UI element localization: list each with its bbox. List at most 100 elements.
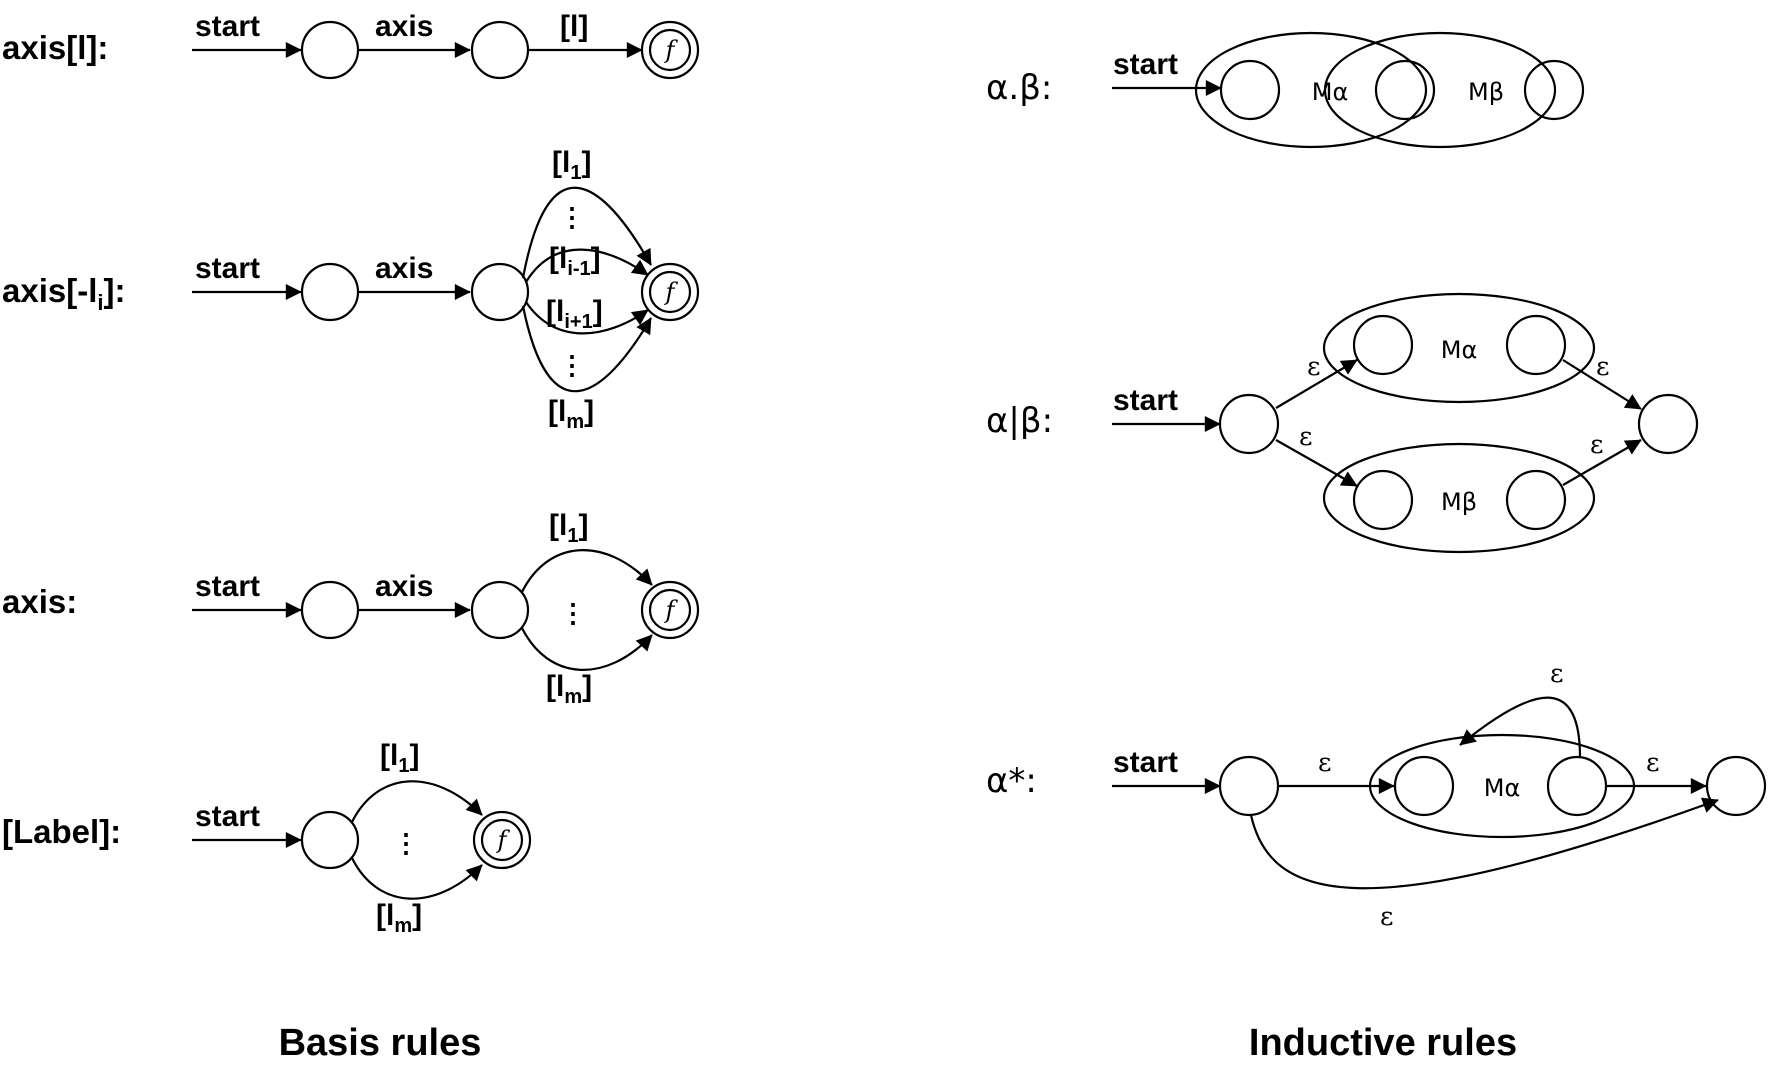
transition-arrow-li-1 [525, 248, 649, 283]
state [1705, 755, 1767, 817]
epsilon-label: ε [1646, 748, 1659, 778]
basis-rules-title: Basis rules [279, 1022, 482, 1064]
ellipsis-upper: ⋮ [559, 202, 585, 232]
label-lm: [lm] [546, 670, 592, 708]
final-state-inner [648, 28, 692, 72]
epsilon-arrow [1275, 359, 1358, 409]
start-label: start [1113, 48, 1178, 81]
label-l: [l] [560, 10, 588, 43]
state [1352, 469, 1414, 531]
final-state-outer [472, 810, 532, 870]
epsilon-label: ε [1590, 430, 1603, 460]
basis-rule-axis-l: axis[l]: start axis [l] f [2, 10, 700, 80]
machine-beta-ellipse [1322, 442, 1596, 554]
state [300, 262, 360, 322]
state [300, 580, 360, 640]
start-label: start [195, 10, 260, 43]
state [1219, 59, 1281, 121]
transition-arrow-l1 [521, 549, 653, 593]
rule-name: α|β: [986, 401, 1053, 441]
final-label: f [496, 826, 511, 854]
label-lm: [lm] [548, 395, 594, 433]
start-label: start [195, 570, 260, 603]
state [300, 20, 360, 80]
epsilon-label: ε [1299, 422, 1312, 452]
rule-name: [Label]: [2, 813, 121, 850]
axis-label: axis [375, 570, 433, 603]
label-l1: [l1] [549, 509, 588, 547]
final-state-inner [648, 588, 692, 632]
machine-alpha-label: Mα [1484, 774, 1521, 802]
basis-rule-axis-minus-li: axis[-li]: start axis f [l1] ⋮ [li-1] [l… [2, 146, 700, 433]
epsilon-label: ε [1596, 352, 1609, 382]
state [470, 20, 530, 80]
transition-arrow-lm [351, 857, 483, 900]
final-state-outer [640, 262, 700, 322]
final-state-inner [480, 818, 524, 862]
state [470, 580, 530, 640]
axis-label: axis [375, 252, 433, 285]
machine-beta-label: Mβ [1468, 78, 1504, 106]
transition-arrow-l1 [521, 186, 652, 279]
machine-alpha-label: Mα [1312, 78, 1349, 106]
start-label: start [1113, 384, 1178, 417]
transition-arrow-li+1 [525, 301, 649, 335]
machine-alpha-label: Mα [1441, 336, 1478, 364]
state [1505, 469, 1567, 531]
label-lm: [lm] [376, 899, 422, 937]
machine-alpha-ellipse [1194, 31, 1428, 149]
label-l1: [l1] [552, 146, 591, 184]
rule-name: axis: [2, 583, 77, 620]
state [1523, 59, 1585, 121]
state [1393, 755, 1455, 817]
epsilon-label: ε [1318, 748, 1331, 778]
transition-arrow-l1 [351, 780, 483, 823]
epsilon-loop-arrow [1459, 696, 1582, 758]
axis-label: axis [375, 10, 433, 43]
final-label: f [664, 36, 679, 64]
state [1546, 755, 1608, 817]
start-label: start [1113, 746, 1178, 779]
rule-name: α.β: [986, 68, 1052, 108]
ellipsis-lower: ⋮ [559, 350, 585, 380]
ellipsis: ⋮ [393, 828, 419, 858]
rule-name: axis[l]: [2, 29, 108, 66]
inductive-rules-title: Inductive rules [1249, 1022, 1517, 1064]
inductive-rule-union: α|β: start Mα Mβ ε ε ε ε [986, 292, 1699, 554]
machine-alpha-ellipse [1322, 292, 1596, 404]
inductive-rule-concatenation: α.β: start Mα Mβ [986, 31, 1585, 149]
final-label: f [664, 278, 679, 306]
epsilon-label: ε [1307, 352, 1320, 382]
transition-arrow-lm [521, 627, 653, 671]
state [1505, 314, 1567, 376]
final-state-inner [648, 270, 692, 314]
rule-name: α*: [986, 761, 1037, 801]
start-label: start [195, 800, 260, 833]
state [300, 810, 360, 870]
epsilon-label: ε [1550, 659, 1563, 689]
machine-beta-label: Mβ [1441, 488, 1477, 516]
state [1374, 59, 1436, 121]
final-state-outer [640, 580, 700, 640]
state [1352, 314, 1414, 376]
basis-rule-axis: axis: start axis f [l1] ⋮ [lm] [2, 509, 700, 708]
transition-arrow-lm [521, 305, 652, 393]
ellipsis: ⋮ [560, 598, 586, 628]
label-li+1: [li+1] [546, 295, 603, 333]
rule-name: axis[-li]: [2, 272, 125, 315]
final-state-outer [640, 20, 700, 80]
machine-beta-ellipse [1323, 31, 1557, 149]
label-li-1: [li-1] [549, 242, 601, 280]
final-label: f [664, 596, 679, 624]
state [1218, 393, 1280, 455]
state [470, 262, 530, 322]
state [1218, 755, 1280, 817]
epsilon-arrow [1562, 439, 1642, 486]
basis-rule-label: [Label]: start f [l1] ⋮ [lm] [2, 739, 532, 937]
label-l1: [l1] [380, 739, 419, 777]
epsilon-bypass-arrow [1249, 797, 1719, 890]
start-label: start [195, 252, 260, 285]
state [1637, 393, 1699, 455]
epsilon-label: ε [1380, 902, 1393, 932]
